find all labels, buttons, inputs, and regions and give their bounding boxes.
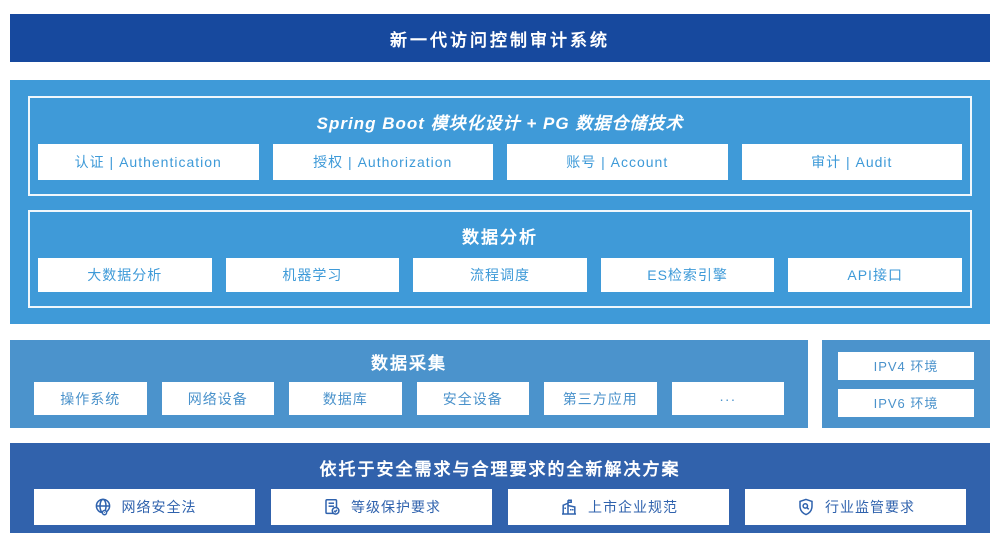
analysis-box-bigdata: 大数据分析	[38, 258, 212, 292]
module-box-account: 账号 | Account	[507, 144, 728, 180]
module-box-authentication: 认证 | Authentication	[38, 144, 259, 180]
system-title-banner: 新一代访问控制审计系统	[10, 14, 990, 62]
globe-network-icon	[93, 497, 113, 517]
data-analysis-row: 大数据分析 机器学习 流程调度 ES检索引擎 API接口	[30, 258, 970, 306]
data-collection-section: 数据采集 操作系统 网络设备 数据库 安全设备 第三方应用 ···	[10, 340, 808, 428]
shield-search-icon	[796, 497, 816, 517]
solution-row: 网络安全法 等级保护要求	[10, 489, 990, 525]
springboot-modules-title: Spring Boot 模块化设计 + PG 数据仓储技术	[316, 114, 684, 133]
solution-box-cybersecurity-law: 网络安全法	[34, 489, 255, 525]
page-title: 新一代访问控制审计系统	[390, 30, 610, 50]
solution-box-label: 等级保护要求	[351, 499, 441, 515]
data-analysis-title: 数据分析	[462, 228, 538, 247]
collect-box-thirdparty: 第三方应用	[544, 382, 657, 415]
collect-box-more: ···	[671, 382, 784, 415]
env-box-ipv6: IPV6 环境	[838, 388, 974, 417]
data-analysis-group: 数据分析 大数据分析 机器学习 流程调度 ES检索引擎 API接口	[28, 210, 972, 308]
solution-box-industry-regulation: 行业监管要求	[745, 489, 966, 525]
solution-box-classified-protection: 等级保护要求	[271, 489, 492, 525]
analysis-box-workflow: 流程调度	[413, 258, 587, 292]
solution-title: 依托于安全需求与合理要求的全新解决方案	[319, 460, 681, 479]
springboot-modules-row: 认证 | Authentication 授权 | Authorization 账…	[30, 144, 970, 194]
building-icon	[559, 497, 579, 517]
document-check-icon	[322, 497, 342, 517]
collection-and-env-row: 数据采集 操作系统 网络设备 数据库 安全设备 第三方应用 ··· IPV4 环…	[10, 340, 990, 428]
solution-section: 依托于安全需求与合理要求的全新解决方案 网络安全法	[10, 443, 990, 533]
collect-box-os: 操作系统	[34, 382, 147, 415]
platform-section: Spring Boot 模块化设计 + PG 数据仓储技术 认证 | Authe…	[10, 80, 990, 324]
env-box-ipv4: IPV4 环境	[838, 351, 974, 380]
springboot-modules-group: Spring Boot 模块化设计 + PG 数据仓储技术 认证 | Authe…	[28, 96, 972, 196]
solution-box-label: 网络安全法	[121, 499, 197, 515]
analysis-box-ml: 机器学习	[225, 258, 400, 292]
data-collection-row: 操作系统 网络设备 数据库 安全设备 第三方应用 ···	[10, 382, 808, 415]
solution-box-label: 上市企业规范	[588, 499, 678, 515]
analysis-box-es: ES检索引擎	[600, 258, 775, 292]
analysis-box-api: API接口	[788, 258, 962, 292]
collect-box-network-device: 网络设备	[161, 382, 274, 415]
collect-box-database: 数据库	[289, 382, 402, 415]
solution-box-listed-company: 上市企业规范	[508, 489, 729, 525]
module-box-audit: 审计 | Audit	[741, 144, 962, 180]
module-box-authorization: 授权 | Authorization	[272, 144, 493, 180]
collect-box-security-device: 安全设备	[416, 382, 529, 415]
environment-panel: IPV4 环境 IPV6 环境	[822, 340, 990, 428]
solution-box-label: 行业监管要求	[825, 499, 915, 515]
data-collection-title: 数据采集	[371, 354, 447, 373]
